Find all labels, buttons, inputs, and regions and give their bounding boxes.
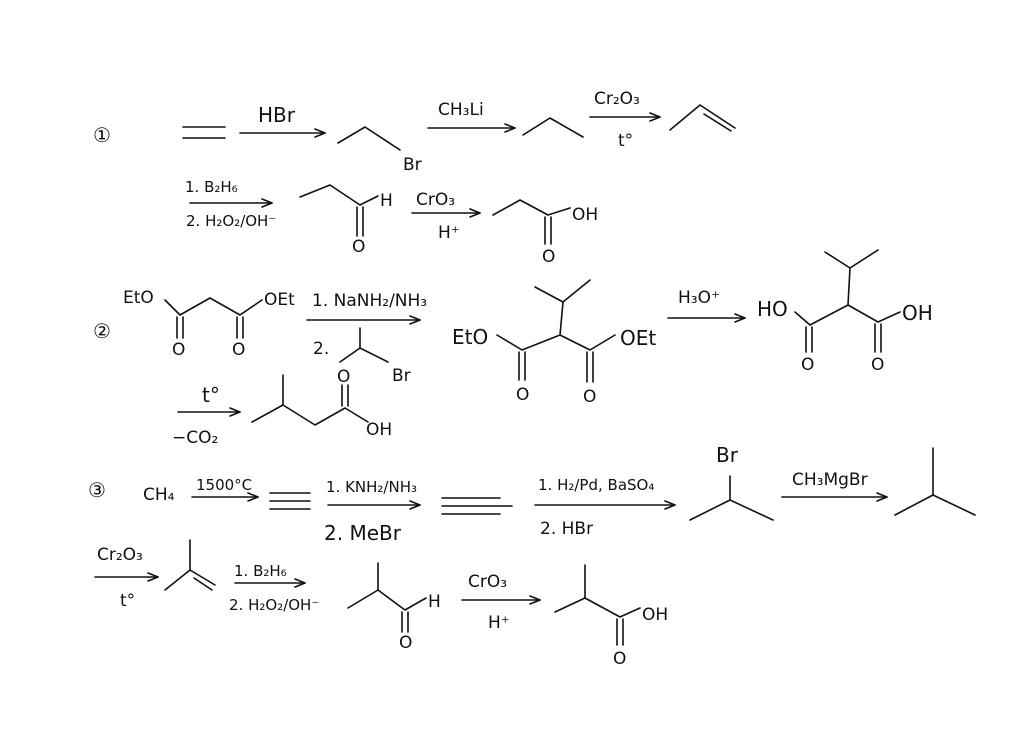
condition-label: t° [120,591,135,611]
scheme-2-row-1: ② EtO OEt O O 1. NaNH₂/NH₃ 2. Br EtO OEt… [93,249,933,407]
2-bromopropane: Br [339,327,411,386]
reagent-label: Cr₂O₃ [594,89,640,109]
reagent-label: HBr [258,103,296,127]
atom-label: OEt [620,326,656,350]
condition-label: t° [202,383,220,407]
atom-label: O [583,387,596,407]
propene [669,104,736,132]
atom-label: O [352,237,365,257]
atom-label: Br [392,366,411,386]
diethyl-malonate: EtO OEt O O [123,288,295,360]
reagent-label: 2. HBr [540,519,593,539]
reagent-label: CrO₃ [416,190,455,210]
scheme-1-row-1: ① HBr Br CH₃Li Cr₂O₃ t° [93,89,736,175]
2-bromopropane: Br [689,443,774,521]
scheme-3-row-2: Cr₂O₃ t° 1. B₂H₆ 2. H₂O₂/OH⁻ H O CrO₃ H⁺… [94,539,668,669]
propane [522,117,584,138]
propanal: H O [299,184,393,257]
atom-label: OEt [264,290,295,310]
step-label: ① [93,123,111,147]
reagent-label: 1. B₂H₆ [234,562,287,580]
atom-label: HO [757,297,788,321]
reagent-label: 2. MeBr [324,521,402,545]
atom-label: Br [716,443,739,467]
atom-label: H [380,191,393,211]
reagent-label: H⁺ [438,223,460,243]
isobutyric-acid: OH O [554,564,668,669]
propyne [441,497,513,515]
atom-label: O [516,385,529,405]
reagent-label: 2. H₂O₂/OH⁻ [186,212,276,230]
atom-label: O [542,247,555,267]
reagent-label: 2. H₂O₂/OH⁻ [229,596,319,614]
diethyl-isopropylmalonate: EtO OEt O O [452,279,656,407]
reagent-label: H⁺ [488,613,510,633]
atom-label: O [871,355,884,375]
reagent-label: H₃O⁺ [678,288,720,308]
isobutene [164,539,216,591]
reagent-label: 1. KNH₂/NH₃ [326,478,417,496]
reagent-label: CH₃MgBr [792,470,868,490]
atom-label: EtO [452,325,488,349]
atom-label: O [337,367,350,387]
atom-label: OH [902,301,933,325]
reagent-label: 1. B₂H₆ [185,178,238,196]
atom-label: EtO [123,288,154,308]
reagent-label: CH₃Li [438,100,484,120]
atom-label: O [232,340,245,360]
scheme-1-row-2: 1. B₂H₆ 2. H₂O₂/OH⁻ H O CrO₃ H⁺ OH O [185,178,598,267]
scheme-3-row-1: ③ CH₄ 1500°C 1. KNH₂/NH₃ 2. MeBr 1. H₂/P… [88,443,976,545]
reagent-label: 1. NaNH₂/NH₃ [312,291,427,311]
scheme-2-row-2: t° −CO₂ O OH [172,367,392,448]
atom-label: OH [366,420,392,440]
condition-label: t° [618,131,633,151]
propanoic-acid: OH O [492,199,598,267]
atom-label: O [801,355,814,375]
isobutanal: H O [347,562,441,653]
atom-label: O [399,633,412,653]
isobutane [894,447,976,516]
reagent-label: Cr₂O₃ [97,545,143,565]
reagent-label: CrO₃ [468,572,507,592]
methane: CH₄ [143,485,175,505]
atom-label: Br [403,155,422,175]
condition-label: −CO₂ [172,428,218,448]
reagent-label: 2. [313,339,329,359]
atom-label: OH [642,605,668,625]
step-label: ③ [88,478,106,502]
bromoethane: Br [337,126,422,175]
isopropylmalonic-acid: HO OH O O [757,249,933,375]
step-label: ② [93,319,111,343]
3-methylbutanoic-acid: O OH [251,367,392,440]
ethene [182,126,226,139]
atom-label: O [613,649,626,669]
atom-label: H [428,592,441,612]
reagent-label: 1. H₂/Pd, BaSO₄ [538,476,654,494]
atom-label: OH [572,205,598,225]
ethyne [269,492,311,510]
atom-label: O [172,340,185,360]
condition-label: 1500°C [196,476,252,494]
